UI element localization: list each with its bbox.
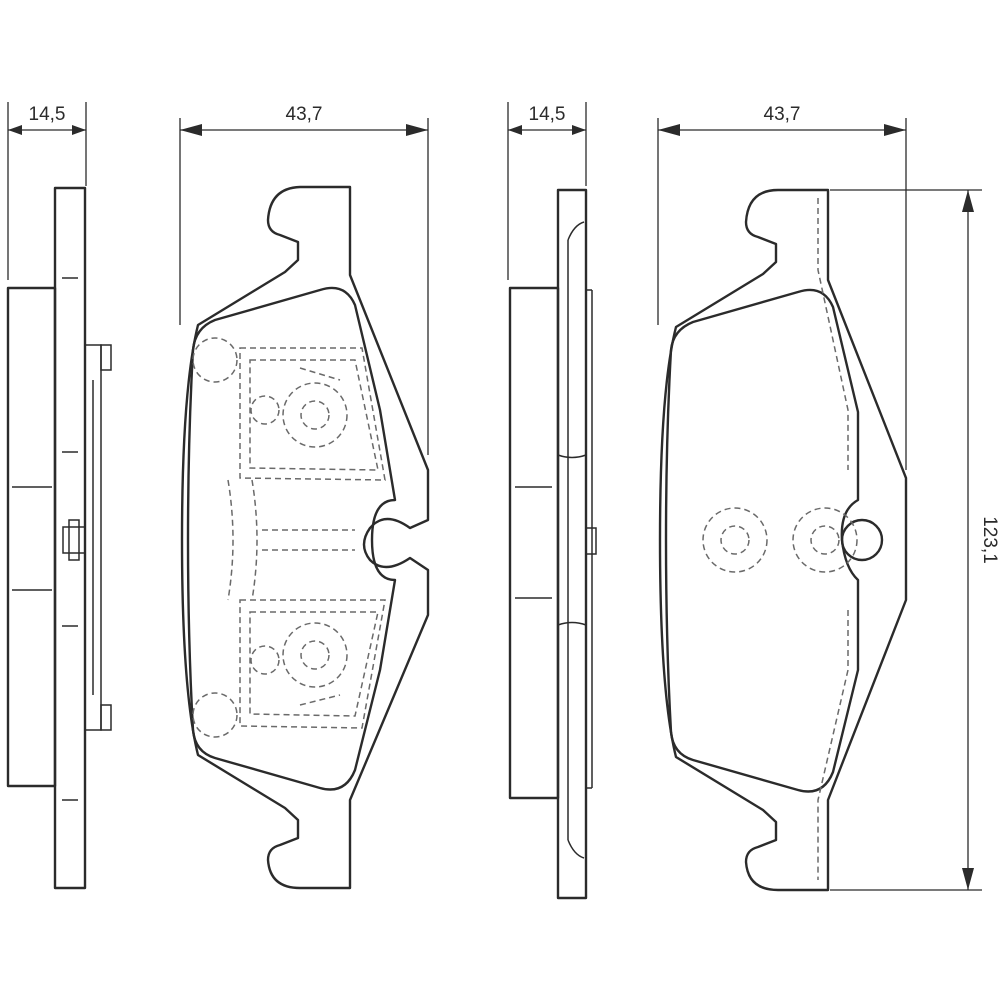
left-backing-plate-outline [180, 185, 430, 890]
dimension-right-thickness: 14,5 [507, 102, 587, 280]
dimension-right-width: 43,7 [657, 104, 907, 470]
left-front-view [180, 185, 430, 890]
left-friction-pad-outline [186, 286, 397, 791]
left-side-view [6, 186, 112, 890]
dimension-left-width: 43,7 [179, 104, 429, 455]
height-label: 123,1 [979, 516, 1000, 564]
left-friction-block [6, 286, 57, 788]
left-piston-ring-top [282, 382, 348, 448]
left-backing-plate [53, 186, 87, 890]
right-friction-pad-outline [664, 288, 860, 793]
dimension-height: 123,1 [830, 189, 1000, 891]
right-piston-ring-right [792, 507, 858, 573]
right-thickness-label: 14,5 [529, 104, 566, 125]
right-locating-pin [840, 518, 884, 562]
left-width-label: 43,7 [286, 104, 323, 125]
left-thickness-label: 14,5 [29, 104, 66, 125]
right-backing-plate [556, 188, 588, 900]
left-piston-ring-bottom [282, 622, 348, 688]
right-front-view [658, 188, 908, 892]
right-width-label: 43,7 [764, 104, 801, 125]
left-centre-boss [62, 526, 86, 554]
right-side-view [508, 188, 597, 900]
right-backing-plate-outline [658, 188, 908, 892]
dimension-left-thickness: 14,5 [7, 102, 87, 280]
right-friction-block [508, 286, 560, 800]
right-piston-ring-left [702, 507, 768, 573]
